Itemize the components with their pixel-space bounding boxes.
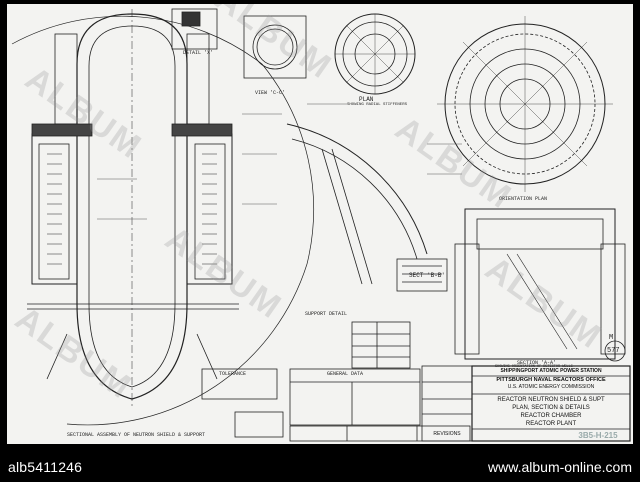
plan-label: PLAN xyxy=(359,96,374,103)
title-block-line-1: REACTOR NEUTRON SHIELD & SUPT xyxy=(497,397,605,403)
plan-sub-label: SHOWING RADIAL STIFFENERS xyxy=(347,103,408,107)
tolerance-label: TOLERANCE xyxy=(219,371,247,377)
orientation-plan-label: ORIENTATION PLAN xyxy=(499,196,548,202)
title-block-line-2: PLAN, SECTION & DETAILS xyxy=(512,405,590,411)
title-block-commission: U.S. ATOMIC ENERGY COMMISSION xyxy=(507,384,595,390)
blueprint-drawing xyxy=(11,8,631,442)
general-data-label: GENERAL DATA xyxy=(327,371,364,377)
site-url: www.album-online.com xyxy=(488,459,632,475)
section-aa-sub-label: SHOWING ORIENTATION OF DETECTOR WELLS xyxy=(495,365,573,369)
footer-bar: alb5411246 www.album-online.com xyxy=(0,453,640,482)
view-cc-label: VIEW 'C-C' xyxy=(255,90,286,96)
detail-x-label: DETAIL 'X' xyxy=(183,50,214,56)
sheet-mark: M xyxy=(609,334,614,342)
section-aa-label: SECTION 'A-A' xyxy=(517,360,557,366)
blueprint-sheet: SECTIONAL ASSEMBLY OF NEUTRON SHIELD & S… xyxy=(7,4,633,444)
revisions-label: REVISIONS xyxy=(433,431,461,437)
title-block-office: PITTSBURGH NAVAL REACTORS OFFICE xyxy=(496,377,606,383)
image-id: alb5411246 xyxy=(8,459,83,475)
section-bb-label: SECT 'B-B' xyxy=(409,272,446,279)
title-block-station: SHIPPINGPORT ATOMIC POWER STATION xyxy=(500,368,602,374)
title-block-line-3: REACTOR CHAMBER xyxy=(520,413,582,419)
title-block-line-4: REACTOR PLANT xyxy=(525,421,577,427)
drawing-number: 3B5-H-215 xyxy=(578,431,618,440)
support-detail-label: SUPPORT DETAIL xyxy=(305,311,348,317)
sheet-number: 577 xyxy=(607,347,620,355)
sectional-assembly-label: SECTIONAL ASSEMBLY OF NEUTRON SHIELD & S… xyxy=(67,432,206,438)
